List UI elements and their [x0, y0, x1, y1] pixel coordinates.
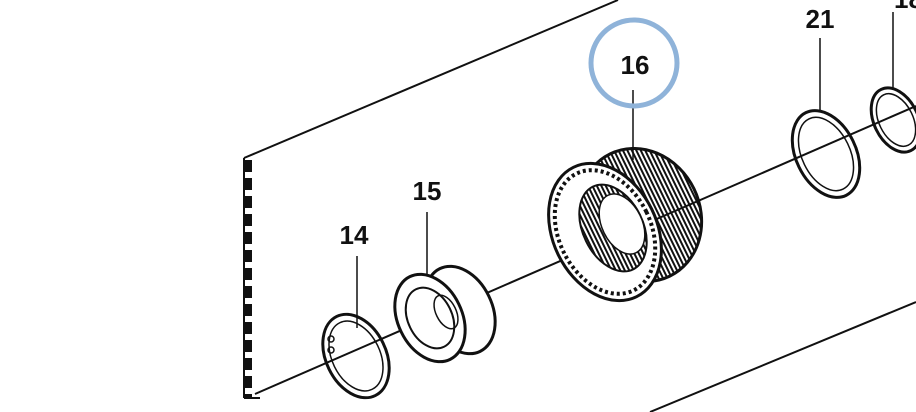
callout-15: 15 [413, 176, 442, 206]
callout-16: 16 [621, 50, 650, 80]
part-14-snap-ring [321, 312, 391, 400]
part-18-ring [869, 86, 916, 154]
part-15-thrust-washer [393, 264, 497, 364]
callout-21: 21 [806, 4, 835, 34]
part-16-splined-gear [547, 146, 704, 303]
callout-18: 18 [894, 0, 916, 14]
highlight-circle [588, 17, 680, 109]
callout-14: 14 [340, 220, 369, 250]
assembly-panel [243, 0, 916, 412]
part-21-ring [790, 109, 862, 199]
